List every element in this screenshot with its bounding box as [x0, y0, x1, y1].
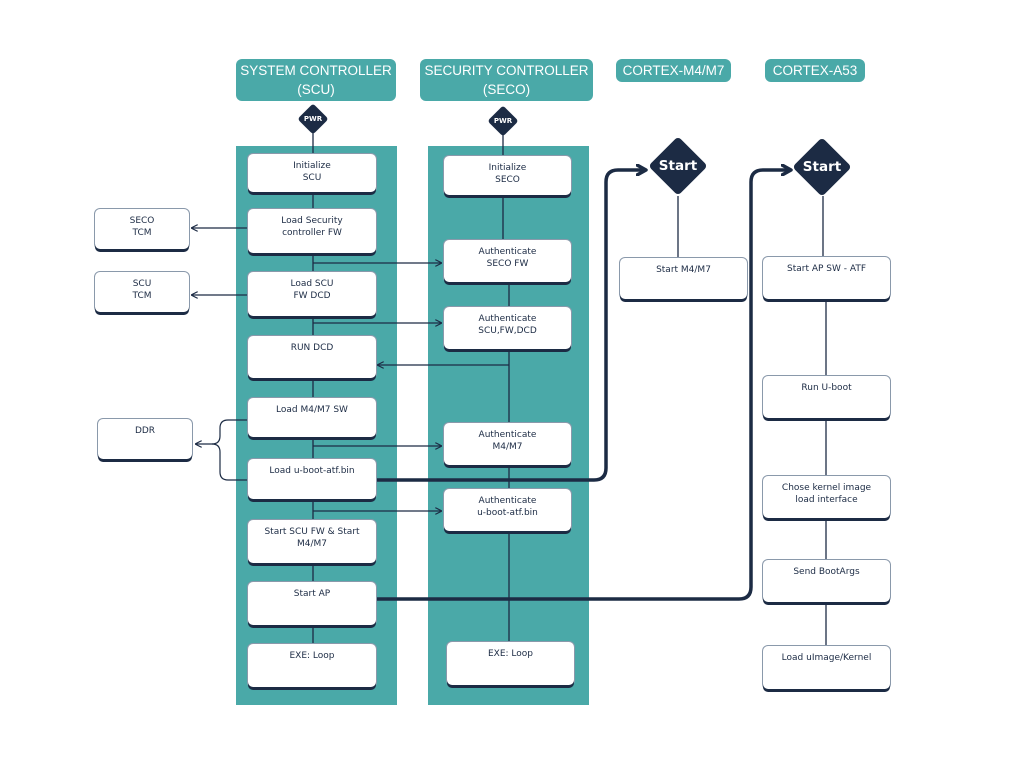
header-line: SYSTEM CONTROLLER: [240, 63, 392, 78]
ddr-box: DDR: [98, 419, 192, 459]
box-line: EXE: Loop: [289, 651, 335, 661]
box-line: TCM: [132, 228, 152, 238]
seco-step-auth-scu-fw-dcd: Authenticate SCU,FW,DCD: [444, 307, 571, 349]
scu-step-load-security-fw: Load Security controller FW: [248, 209, 376, 253]
header-line: (SCU): [297, 82, 335, 97]
box-line: Start AP: [293, 589, 331, 599]
box-line: u-boot-atf.bin: [477, 508, 538, 518]
box-line: M4/M7: [296, 539, 327, 549]
box-line: Load uImage/Kernel: [781, 653, 872, 663]
header-line: CORTEX-A53: [772, 63, 858, 78]
box-line: Initialize: [293, 161, 331, 171]
box-line: Run U-boot: [801, 383, 852, 393]
seco-step-auth-seco-fw: Authenticate SECO FW: [444, 240, 571, 282]
box-line: Send BootArgs: [793, 567, 860, 577]
arrow-to-m4-start: [374, 170, 645, 482]
box-line: EXE: Loop: [487, 649, 533, 659]
box-line: Start SCU FW & Start: [264, 527, 360, 537]
a53-step-start-ap-sw: Start AP SW - ATF: [763, 257, 890, 299]
a53-spine: [822, 196, 827, 646]
scu-step-load-m4-sw: Load M4/M7 SW: [248, 398, 376, 437]
box-line: Start M4/M7: [656, 265, 711, 275]
scu-step-start-scu-fw: Start SCU FW & Start M4/M7: [248, 520, 376, 563]
header-cortex-m4-m7: CORTEX-M4/M7: [616, 59, 731, 82]
header-system-controller: SYSTEM CONTROLLER (SCU): [236, 59, 396, 101]
a53-step-send-bootargs: Send BootArgs: [763, 560, 890, 602]
seco-step-auth-uboot: Authenticate u-boot-atf.bin: [444, 489, 571, 531]
box-line: FW DCD: [293, 291, 331, 301]
box-line: Load Security: [281, 216, 343, 226]
box-line: Authenticate: [478, 314, 537, 324]
box-line: Start AP SW - ATF: [786, 264, 866, 274]
scu-to-memory-arrows: [192, 228, 248, 481]
scu-step-exe-loop: EXE: Loop: [248, 644, 376, 687]
box-line: SCU: [302, 173, 322, 183]
scu-tcm-box: SCU TCM: [95, 272, 189, 312]
scu-step-run-dcd: RUN DCD: [248, 336, 376, 378]
box-line: Load SCU: [290, 279, 334, 289]
box-line: load interface: [795, 495, 858, 505]
header-security-controller: SECURITY CONTROLLER (SECO): [420, 59, 593, 101]
a53-step-load-kernel: Load uImage/Kernel: [763, 646, 890, 689]
box-line: SCU: [132, 279, 152, 289]
box-line: TCM: [132, 291, 152, 301]
header-line: SECURITY CONTROLLER: [424, 63, 589, 78]
box-line: SCU,FW,DCD: [478, 326, 537, 336]
pwr-label-scu: PWR: [303, 115, 323, 123]
box-line: Initialize: [488, 163, 527, 173]
start-label-m4: Start: [658, 158, 698, 174]
scu-to-seco-arrows: [313, 263, 441, 511]
a53-step-run-uboot: Run U-boot: [763, 376, 890, 418]
seco-step-auth-m4: Authenticate M4/M7: [444, 423, 571, 465]
scu-step-initialize: Initialize SCU: [248, 154, 376, 192]
header-cortex-a53: CORTEX-A53: [765, 59, 865, 82]
box-line: SECO: [495, 175, 520, 185]
seco-tcm-box: SECO TCM: [95, 209, 189, 249]
header-line: CORTEX-M4/M7: [622, 63, 725, 78]
box-line: SECO: [129, 216, 155, 226]
box-line: Authenticate: [478, 430, 537, 440]
scu-step-load-uboot: Load u-boot-atf.bin: [248, 459, 376, 499]
a53-step-chose-kernel: Chose kernel image load interface: [763, 476, 890, 518]
box-line: Chose kernel image: [781, 483, 872, 493]
scu-step-start-ap: Start AP: [248, 582, 376, 625]
box-line: Load M4/M7 SW: [276, 405, 348, 415]
seco-spine: [502, 132, 510, 642]
m4-step-start: Start M4/M7: [620, 258, 747, 299]
seco-step-exe-loop: EXE: Loop: [447, 642, 574, 685]
box-line: SECO FW: [486, 259, 529, 269]
arrow-to-a53-start: [374, 170, 790, 601]
box-line: Authenticate: [478, 247, 537, 257]
box-line: RUN DCD: [290, 343, 334, 353]
seco-step-initialize: Initialize SECO: [444, 156, 571, 195]
box-line: M4/M7: [492, 442, 523, 452]
pwr-label-seco: PWR: [493, 117, 513, 125]
scu-step-load-scu-fw-dcd: Load SCU FW DCD: [248, 272, 376, 316]
box-line: Load u-boot-atf.bin: [269, 466, 355, 476]
box-line: controller FW: [282, 228, 342, 238]
box-line: Authenticate: [478, 496, 537, 506]
header-line: (SECO): [482, 82, 531, 97]
box-line: DDR: [134, 426, 156, 436]
start-label-a53: Start: [802, 159, 842, 175]
